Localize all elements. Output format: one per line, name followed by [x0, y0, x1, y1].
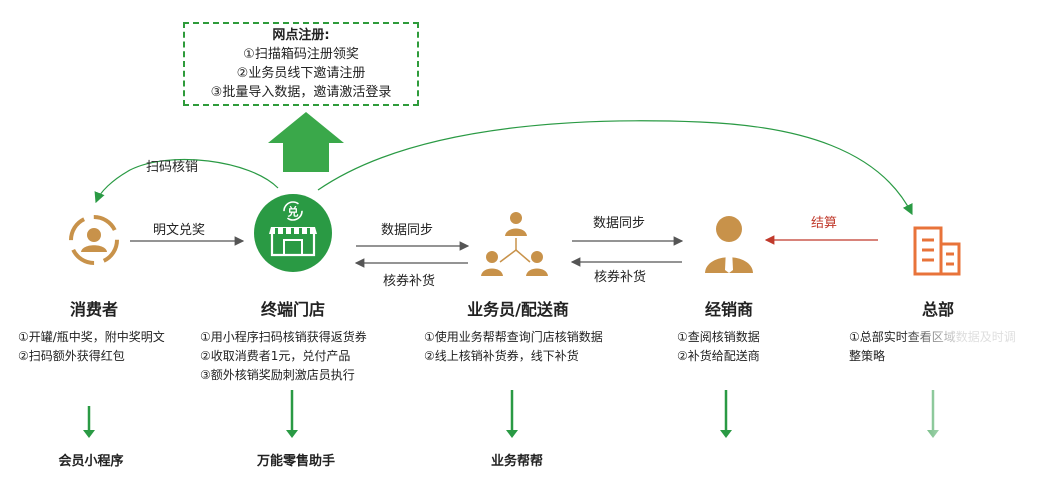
edge-label-settlement: 结算: [811, 216, 838, 231]
role-salesman: 业务员/配送商: [467, 300, 569, 319]
role-hq: 总部: [921, 300, 955, 319]
edge-label-voucher-restock-1: 核券补货: [383, 274, 436, 289]
desc-line: ①查阅核销数据: [677, 330, 760, 344]
desc-line: ②补货给配送商: [677, 349, 760, 363]
storefront-icon: 兑: [269, 201, 317, 257]
registration-title: 网点注册:: [272, 28, 330, 43]
store-badge-text: 兑: [288, 205, 299, 219]
edge-label-data-sync-2: 数据同步: [593, 216, 646, 231]
registration-item: ③批量导入数据，邀请激活登录: [210, 85, 392, 100]
desc-line: ②线上核销补货券，线下补货: [424, 349, 579, 363]
tool-consumer: 会员小程序: [58, 454, 124, 469]
desc-line: 整策略: [849, 349, 886, 363]
registration-item: ②业务员线下邀请注册: [236, 66, 366, 81]
desc-line: ①开罐/瓶中奖，附中奖明文: [18, 330, 165, 344]
businessman-icon: [705, 216, 753, 273]
office-building-icon: [913, 226, 961, 276]
scan-verify-curve: [94, 158, 279, 204]
desc-line: ②扫码额外获得红包: [18, 349, 125, 363]
down-arrows: [87, 390, 935, 432]
role-consumer: 消费者: [69, 300, 119, 319]
register-up-arrow: [268, 112, 344, 172]
registration-item: ①扫描箱码注册领奖: [243, 47, 359, 62]
dealer-desc: ①查阅核销数据 ②补货给配送商: [677, 328, 760, 366]
salesman-desc: ①使用业务帮帮查询门店核销数据 ②线上核销补货券，线下补货: [424, 328, 603, 366]
tool-salesman: 业务帮帮: [490, 454, 544, 469]
down-arrow-heads: [83, 430, 939, 438]
tool-store: 万能零售助手: [256, 454, 336, 469]
person-circle-icon: [69, 215, 119, 265]
people-network-icon: [481, 212, 548, 276]
store-hq-arc: [317, 120, 913, 216]
store-desc: ①用小程序扫码核销获得返货券 ②收取消费者1元，兑付产品 ③额外核销奖励刺激店员…: [200, 328, 367, 385]
desc-line: ③额外核销奖励刺激店员执行: [200, 368, 355, 382]
desc-line: ①使用业务帮帮查询门店核销数据: [424, 330, 603, 344]
role-dealer: 经销商: [704, 300, 754, 319]
edge-label-voucher-restock-2: 核券补货: [594, 270, 647, 285]
role-store: 终端门店: [260, 300, 326, 319]
desc-line: ②收取消费者1元，兑付产品: [200, 349, 351, 363]
consumer-desc: ①开罐/瓶中奖，附中奖明文 ②扫码额外获得红包: [18, 328, 165, 366]
edge-label-scan-verify: 扫码核销: [146, 160, 199, 175]
edge-label-plain-redeem: 明文兑奖: [153, 223, 206, 238]
registration-box: 网点注册: ①扫描箱码注册领奖 ②业务员线下邀请注册 ③批量导入数据，邀请激活登…: [183, 22, 419, 106]
edge-label-data-sync-1: 数据同步: [381, 223, 434, 238]
desc-line: ①用小程序扫码核销获得返货券: [200, 330, 367, 344]
faded-overlay: [900, 330, 1047, 450]
